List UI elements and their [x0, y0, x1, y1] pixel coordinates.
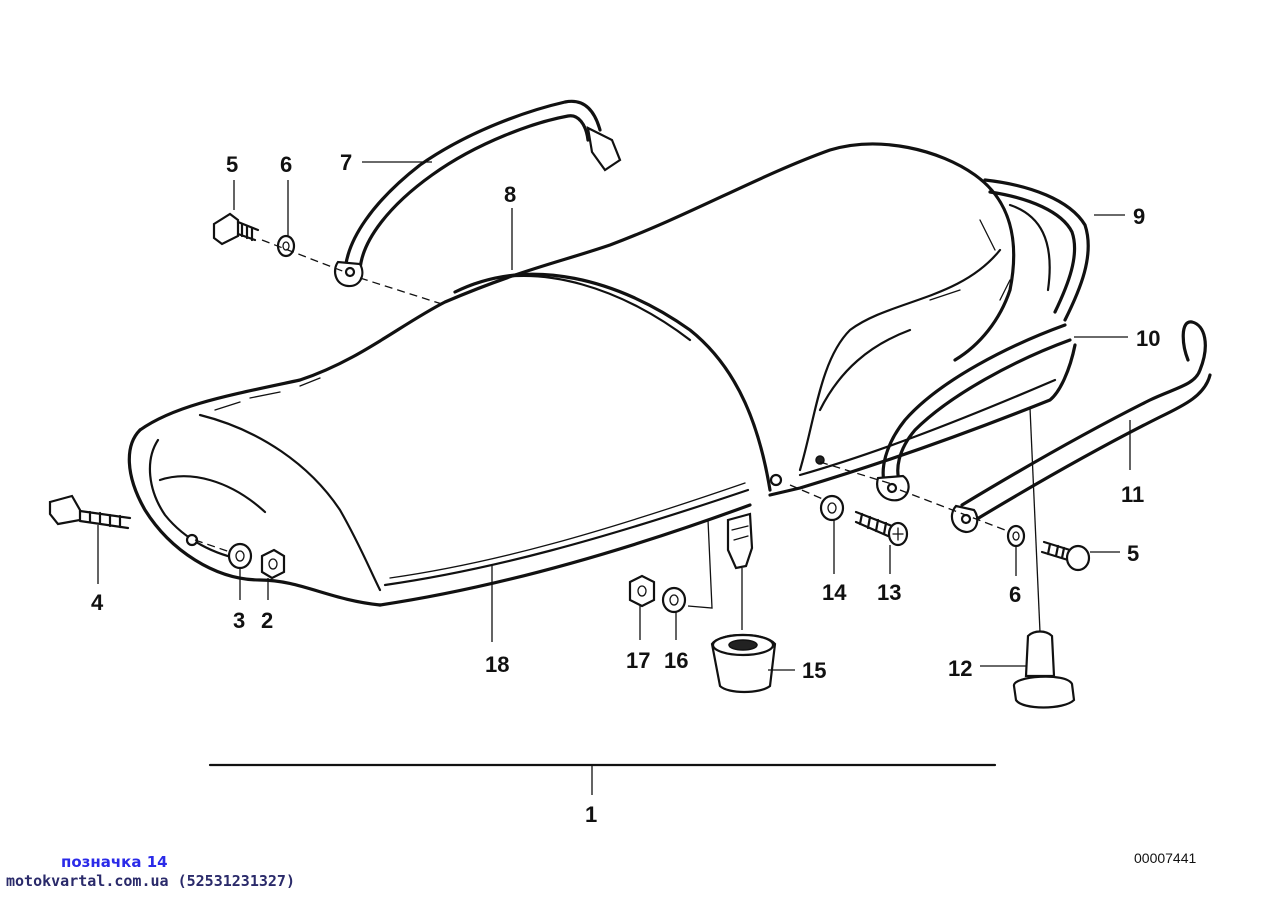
grab-handle-right: [950, 320, 1212, 534]
washer-6-left: [276, 234, 296, 258]
callout-1: 1: [585, 802, 597, 827]
callout-4: 4: [91, 590, 104, 615]
callout-6-left: 6: [280, 152, 292, 177]
callout-9: 9: [1133, 204, 1145, 229]
nut-2: [260, 548, 286, 580]
washer-6-right: [1006, 524, 1026, 548]
nut-17: [628, 574, 656, 608]
callout-12: 12: [948, 656, 972, 681]
grab-rail-left: [334, 99, 622, 288]
callout-5-left: 5: [226, 152, 238, 177]
washer-16: [661, 586, 687, 614]
seat-assembly: [127, 142, 1077, 607]
bolt-5-right: [1040, 540, 1091, 572]
rubber-foot-12: [1012, 630, 1076, 709]
caption-link[interactable]: позначка 14: [61, 853, 168, 871]
source-watermark: motokvartal.com.ua (52531231327): [6, 872, 295, 890]
callout-11: 11: [1121, 482, 1144, 507]
callout-8: 8: [504, 182, 516, 207]
callout-leaders: [97, 161, 1131, 795]
callout-16: 16: [664, 648, 688, 673]
washer-14: [819, 494, 845, 522]
callout-6-right: 6: [1009, 582, 1021, 607]
callout-5-right: 5: [1127, 541, 1139, 566]
callout-18: 18: [485, 652, 509, 677]
screw-13: [854, 510, 909, 547]
callout-17: 17: [626, 648, 650, 673]
bolt-4: [48, 494, 132, 530]
support-bracket-right: [876, 323, 1072, 502]
washer-3: [227, 542, 253, 570]
mounting-pin: [726, 512, 754, 570]
callout-2: 2: [261, 608, 273, 633]
callout-3: 3: [233, 608, 245, 633]
rear-grab-rail: [983, 178, 1090, 322]
callout-10: 10: [1136, 326, 1160, 351]
callout-13: 13: [877, 580, 901, 605]
callout-7: 7: [340, 150, 352, 175]
rubber-buffer-15: [710, 633, 777, 694]
drawing-number: 00007441: [1134, 850, 1197, 866]
callout-14: 14: [822, 580, 847, 605]
callout-15: 15: [802, 658, 826, 683]
bolt-5-left: [212, 212, 260, 246]
callout-numbers: 5 6 7 8 9 10 11 4 3 2 18 17 16 15 14 13 …: [91, 150, 1160, 827]
